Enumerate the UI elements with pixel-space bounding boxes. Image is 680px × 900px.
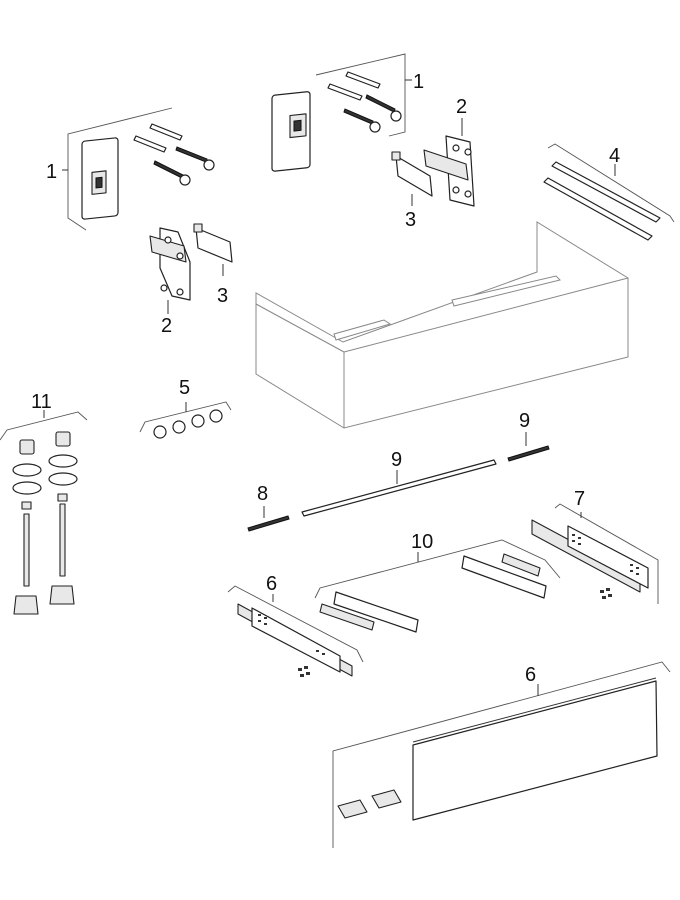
sync-rod: [301, 459, 497, 517]
wall-plate-set-left: [62, 107, 215, 231]
cover-caps: [139, 401, 232, 439]
callout-label-5: 5: [179, 377, 190, 399]
drawer-coupling-set: [314, 539, 561, 633]
drawer-runner-right: [531, 503, 659, 604]
wall-plate-set-right: [271, 53, 412, 172]
rod-coupling-left: [247, 506, 290, 532]
callout-label-2-left: 2: [161, 315, 172, 337]
callout-label-8: 9: [391, 449, 402, 471]
cabinet-body: [255, 221, 629, 429]
callout-label-11: 11: [31, 391, 52, 413]
callout-label-2-right: 2: [456, 96, 467, 118]
anchors-screws-right: [327, 71, 402, 133]
suspension-bracket-left: [149, 227, 191, 314]
strip-set: [543, 143, 675, 241]
callout-label-7: 10: [411, 531, 433, 553]
callout-label-1-right: 1: [413, 71, 424, 93]
callout-label-3-left: 3: [217, 285, 228, 307]
callout-label-1-left: 1: [46, 161, 57, 183]
callout-label-6-right: 7: [574, 488, 585, 510]
callout-label-3-right: 3: [405, 209, 416, 231]
callout-label-6-left: 6: [266, 573, 277, 595]
cover-clip-left: [193, 223, 233, 276]
anchors-screws-left: [133, 123, 215, 186]
suspension-bracket-right: [423, 118, 475, 207]
front-brackets: [337, 789, 402, 819]
drawer-runner-left: [227, 585, 364, 677]
rod-coupling-right: [507, 432, 550, 462]
callout-label-10: 6: [525, 664, 536, 686]
callout-label-4: 4: [609, 145, 620, 167]
callout-label-9-right: 9: [519, 410, 530, 432]
drawer-front: [332, 661, 671, 848]
fixing-set: [0, 410, 88, 615]
cover-clip-right: [391, 151, 433, 206]
callout-label-9-left: 8: [257, 483, 268, 505]
